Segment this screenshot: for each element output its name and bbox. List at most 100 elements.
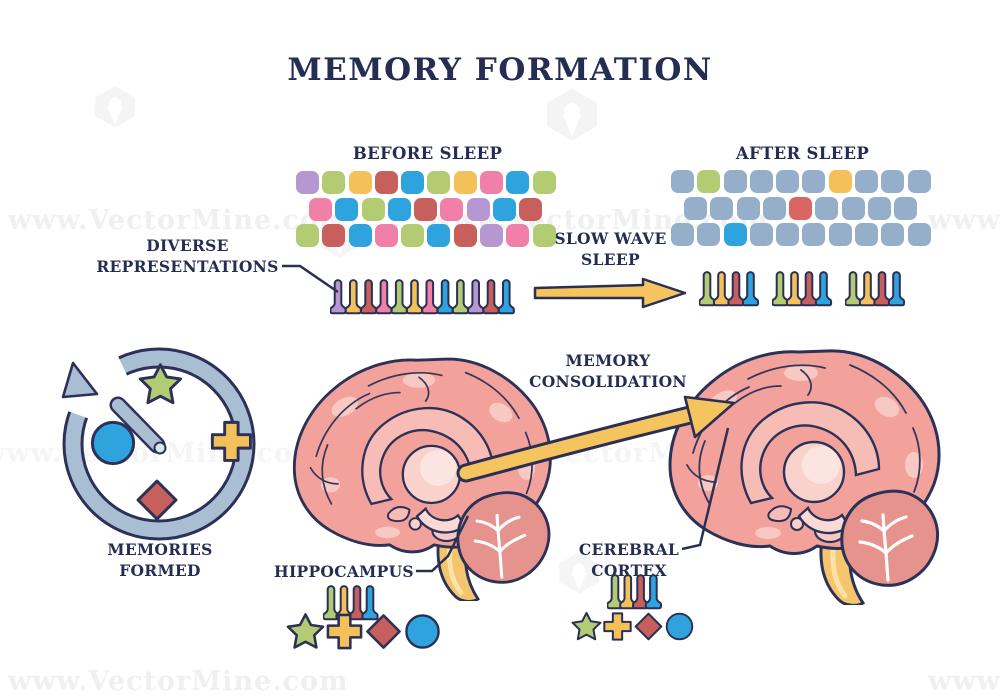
star-icon bbox=[286, 613, 325, 649]
vectormine-gem-logo-icon bbox=[559, 552, 599, 594]
brain-cortex-illustration bbox=[651, 335, 951, 605]
circle-icon bbox=[665, 612, 694, 641]
star-icon bbox=[571, 611, 602, 641]
pin-icon bbox=[436, 279, 454, 315]
pin-icon bbox=[845, 271, 862, 307]
cortex-pins-icon bbox=[607, 574, 662, 611]
watermark-text: www.VectorMine.com bbox=[8, 205, 349, 236]
pin-icon bbox=[361, 585, 379, 621]
memory-square bbox=[776, 223, 800, 247]
diverse-pins-icon bbox=[330, 279, 515, 316]
memory-square bbox=[296, 224, 319, 248]
memory-square bbox=[387, 197, 411, 221]
memory-square bbox=[414, 197, 438, 221]
slow-wave-arrow-icon bbox=[533, 277, 687, 309]
after-sleep-grid bbox=[671, 170, 934, 250]
pin-icon bbox=[727, 271, 745, 307]
memory-square bbox=[348, 171, 372, 194]
memory-square bbox=[723, 223, 747, 247]
watermark-text: www.VectorMine.com bbox=[928, 205, 1000, 236]
memory-square bbox=[296, 171, 319, 194]
memory-square bbox=[671, 223, 694, 247]
star-icon bbox=[138, 363, 183, 405]
pin-icon bbox=[390, 279, 408, 315]
memory-square bbox=[453, 171, 477, 194]
memory-square bbox=[532, 224, 556, 248]
plus-icon bbox=[603, 612, 632, 641]
after-pins-group-icon bbox=[699, 271, 760, 308]
memories-formed-label: MEMORIES FORMED bbox=[107, 540, 213, 580]
pin-icon bbox=[421, 279, 439, 315]
memory-square bbox=[671, 170, 694, 193]
memory-square bbox=[684, 196, 707, 220]
watermark-text: www.VectorMine.com bbox=[928, 666, 1000, 697]
cerebral-cortex-label: CEREBRAL CORTEX bbox=[578, 540, 680, 580]
circle-icon bbox=[90, 420, 136, 466]
diamond-icon bbox=[136, 479, 178, 521]
memory-square bbox=[361, 197, 385, 221]
pin-icon bbox=[800, 271, 818, 307]
pin-icon bbox=[699, 271, 716, 307]
memory-square bbox=[855, 170, 879, 193]
pin-icon bbox=[772, 271, 789, 307]
after-sleep-label: AFTER SLEEP bbox=[735, 144, 870, 163]
memory-square bbox=[466, 197, 490, 221]
memory-square bbox=[776, 170, 800, 193]
page-title: MEMORY FORMATION bbox=[287, 52, 713, 88]
memory-square bbox=[440, 197, 464, 221]
memory-square bbox=[453, 224, 477, 248]
pin-icon bbox=[344, 279, 362, 315]
memory-square bbox=[789, 196, 813, 220]
after-pins-group-icon bbox=[845, 271, 906, 308]
memory-square bbox=[710, 196, 734, 220]
memory-square bbox=[322, 171, 346, 194]
plus-icon bbox=[210, 420, 252, 462]
memory-square bbox=[855, 223, 879, 247]
memory-square bbox=[907, 223, 931, 247]
pin-icon bbox=[359, 279, 378, 315]
hippocampus-label: HIPPOCAMPUS bbox=[274, 562, 414, 581]
memory-square bbox=[322, 224, 346, 248]
diverse-representations-label: DIVERSE REPRESENTATIONS bbox=[96, 236, 279, 276]
memory-square bbox=[736, 196, 760, 220]
memory-square bbox=[881, 170, 905, 193]
memory-square bbox=[401, 224, 425, 248]
circle-icon bbox=[405, 614, 440, 649]
memory-square bbox=[374, 171, 398, 194]
pin-icon bbox=[375, 279, 393, 315]
pin-icon bbox=[785, 271, 804, 307]
memory-square bbox=[532, 171, 556, 194]
pin-icon bbox=[405, 279, 424, 315]
slow-wave-sleep-label: SLOW WAVE SLEEP bbox=[554, 229, 667, 269]
memory-square bbox=[749, 223, 773, 247]
memory-square bbox=[348, 224, 372, 248]
memory-square bbox=[519, 197, 543, 221]
hippocampus-shapes bbox=[286, 612, 442, 651]
brain-hippocampus-illustration bbox=[276, 344, 562, 601]
memory-square bbox=[335, 197, 359, 221]
memory-square bbox=[894, 196, 918, 220]
memory-square bbox=[802, 223, 826, 247]
plus-icon bbox=[326, 613, 363, 650]
memory-consolidation-label: MEMORY CONSOLIDATION bbox=[529, 351, 687, 391]
memory-square bbox=[506, 171, 530, 194]
memory-square bbox=[868, 196, 892, 220]
memory-square bbox=[697, 223, 721, 247]
pin-icon bbox=[712, 271, 731, 307]
memory-square bbox=[907, 170, 931, 193]
memory-square bbox=[401, 171, 425, 194]
pin-icon bbox=[451, 279, 469, 315]
pin-icon bbox=[873, 271, 891, 307]
memory-square bbox=[480, 224, 504, 248]
memory-square bbox=[427, 171, 451, 194]
memory-square bbox=[374, 224, 398, 248]
watermark-text: www.VectorMine.com bbox=[8, 666, 349, 697]
before-sleep-grid bbox=[296, 171, 559, 251]
diamond-icon bbox=[366, 614, 401, 649]
memory-square bbox=[802, 170, 826, 193]
pin-icon bbox=[330, 279, 347, 315]
memory-square bbox=[506, 224, 530, 248]
memory-square bbox=[841, 196, 865, 220]
pin-icon bbox=[497, 279, 515, 315]
